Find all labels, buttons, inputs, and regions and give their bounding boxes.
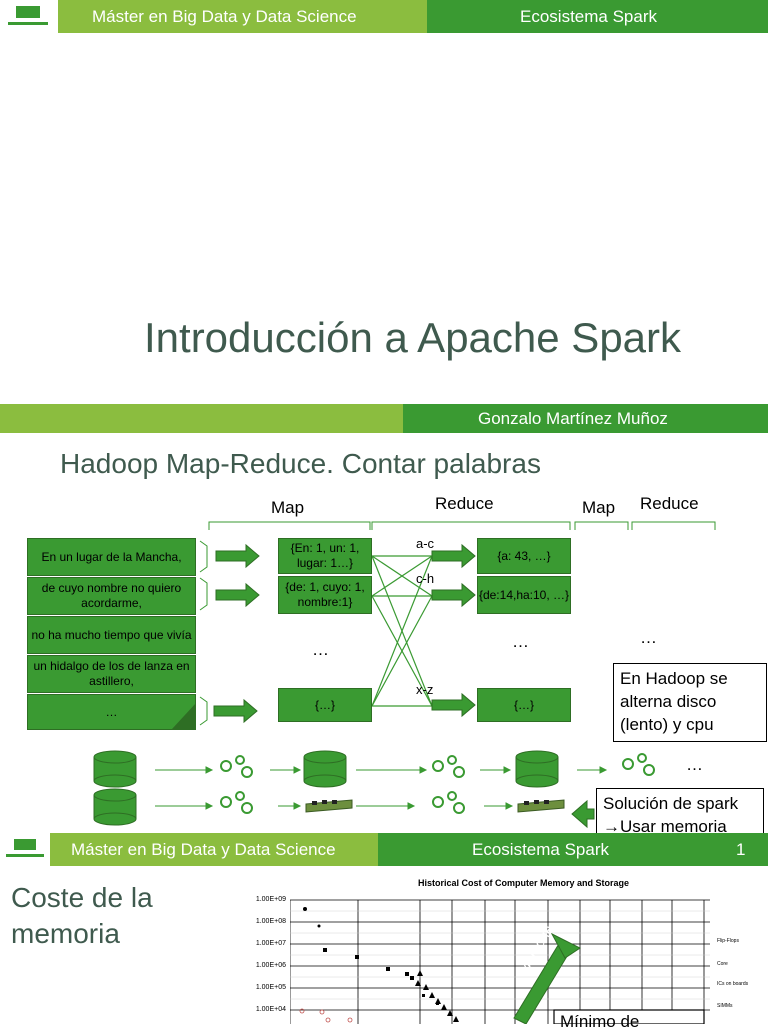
disk-icon (515, 750, 559, 788)
page-curl (172, 703, 196, 729)
range-label: x-z (416, 682, 434, 697)
header-section-title: Ecosistema Spark (520, 7, 657, 26)
block-arrow (215, 543, 260, 569)
gears-icon (432, 755, 465, 778)
footer-right-panel (378, 833, 768, 866)
legend-item: ICs on boards (717, 981, 749, 987)
reduce-output-box: {a: 43, …} (477, 538, 571, 574)
shuffle-line (371, 595, 433, 707)
gears-icon (432, 791, 465, 814)
brace-line-2 (199, 577, 208, 611)
author-panel (403, 404, 768, 433)
logo-strip (8, 22, 48, 25)
y-tick-label: 1.00E+04 (255, 1006, 286, 1013)
map-output-box: {…} (278, 688, 372, 722)
ellipsis-map: … (312, 640, 329, 659)
university-logo (0, 0, 58, 33)
header-course-title: Máster en Big Data y Data Science (92, 7, 357, 26)
ellipsis-reduce: … (512, 632, 529, 651)
block-arrow (215, 582, 260, 608)
shuffle-line (371, 555, 433, 707)
brace-map-2 (574, 521, 629, 530)
label-map-1: Map (271, 498, 305, 517)
legend-item: Flip-Flops (717, 938, 739, 944)
reduce-output-box: {…} (477, 688, 571, 722)
header-right-panel (427, 0, 768, 33)
range-label: c-h (416, 571, 435, 586)
y-tick-label: 1.00E+05 (255, 984, 286, 991)
ellipsis-next: … (640, 628, 657, 647)
block-arrow (431, 543, 476, 569)
footer-section-title: Ecosistema Spark (472, 840, 609, 859)
spark-note-line-2: →Usar memoria (603, 817, 727, 836)
label-reduce-1: Reduce (435, 494, 494, 513)
slide2-title: Hadoop Map-Reduce. Contar palabras (60, 448, 541, 479)
text-line-box: un hidalgo de los de lanza en astillero, (27, 655, 196, 693)
block-arrow (431, 692, 476, 718)
chart-title: Historical Cost of Computer Memory and S… (418, 878, 630, 888)
brace-map-1 (208, 521, 371, 530)
legend-item: SIMMs (717, 1003, 733, 1009)
text-line-box: … (27, 694, 196, 730)
legend-item: Core (717, 961, 728, 967)
spark-note-line-1: Solución de spark (603, 794, 739, 813)
memory-chip-icon (517, 799, 565, 813)
page-number: 1 (736, 840, 746, 859)
y-tick-label: 1.00E+06 (255, 962, 286, 969)
disk-icon (93, 788, 137, 826)
reduce-output-box: {de:14,ha:10, …} (477, 576, 571, 614)
slide-title: Introducción a Apache Spark (144, 314, 682, 361)
text-line-box: no ha mucho tiempo que vivía (27, 616, 196, 654)
gears-icon (622, 753, 655, 776)
spark-left-arrow (571, 799, 595, 829)
label-reduce-2: Reduce (640, 494, 699, 513)
gears-icon (220, 791, 253, 814)
diagram-lines (93, 521, 716, 829)
slide3-title: Coste de la memoria (11, 882, 153, 949)
logo-mark (16, 6, 40, 18)
cost-chart (290, 899, 710, 1024)
range-label: a-c (416, 536, 435, 551)
gears-icon (220, 755, 253, 778)
y-tick-label: 1.00E+07 (255, 940, 286, 947)
author-bar: Gonzalo Martínez Muñoz (0, 404, 768, 433)
university-logo (0, 833, 50, 866)
brace-reduce-2 (631, 521, 716, 530)
hadoop-note: En Hadoop se alterna disco (lento) y cpu (613, 663, 767, 742)
disk-icon (93, 750, 137, 788)
footer-course-title: Máster en Big Data y Data Science (71, 840, 336, 859)
logo-strip (6, 854, 44, 857)
brace-line-5 (199, 696, 208, 726)
map-output-box: {de: 1, cuyo: 1, nombre:1} (278, 576, 372, 614)
header-bar: Máster en Big Data y Data Science Ecosis… (0, 0, 768, 33)
logo-mark (14, 839, 36, 850)
label-map-2: Map (582, 498, 616, 517)
brace-line-1 (199, 540, 208, 573)
text-line-box: En un lugar de la Mancha, (27, 538, 196, 576)
callout-text: Mínimo de (560, 1012, 640, 1031)
map-output-box: {En: 1, un: 1, lugar: 1…} (278, 538, 372, 574)
y-tick-label: 1.00E+09 (255, 896, 286, 903)
footer-bar: Máster en Big Data y Data Science Ecosis… (0, 833, 768, 866)
author-name: Gonzalo Martínez Muñoz (478, 409, 668, 428)
text-line-box: de cuyo nombre no quiero acordarme, (27, 577, 196, 615)
block-arrow (431, 582, 476, 608)
brace-reduce-1 (371, 521, 571, 530)
shuffle-line (371, 555, 433, 597)
memory-chip-icon (305, 799, 353, 813)
disk-icon (303, 750, 347, 788)
y-tick-label: 1.00E+08 (255, 918, 286, 925)
block-arrow (213, 698, 258, 724)
ellipsis-pipeline: … (686, 755, 703, 774)
